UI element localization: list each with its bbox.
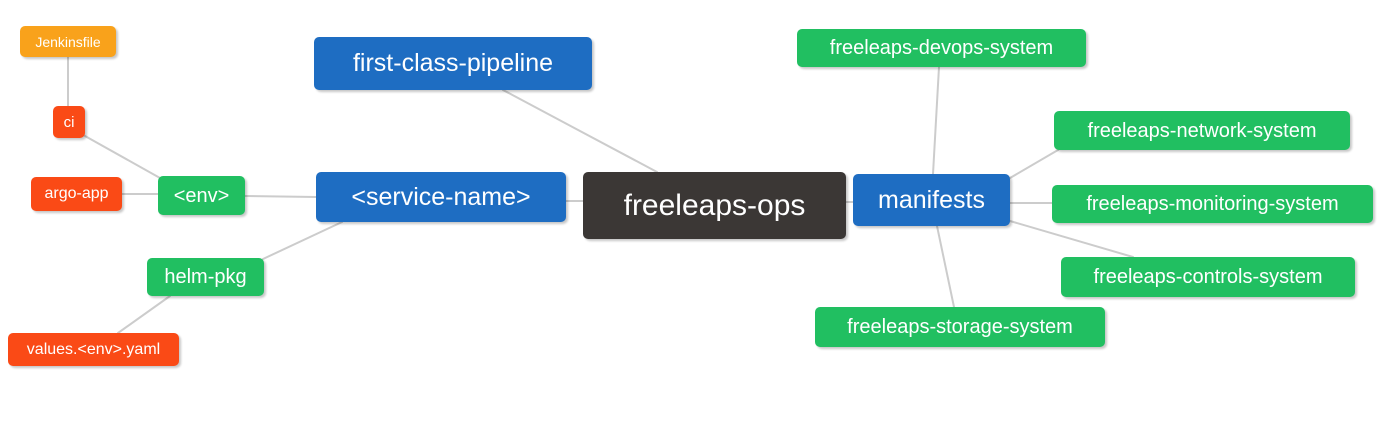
edge-helm-pkg-to-service-name xyxy=(262,221,343,260)
node-values-env-yaml[interactable]: values.<env>.yaml xyxy=(8,333,179,366)
node-service-name[interactable]: <service-name> xyxy=(316,172,566,222)
node-argo-app[interactable]: argo-app xyxy=(31,177,122,211)
node-controls-system[interactable]: freeleaps-controls-system xyxy=(1061,257,1355,297)
node-env[interactable]: <env> xyxy=(158,176,245,215)
node-monitoring-system[interactable]: freeleaps-monitoring-system xyxy=(1052,185,1373,223)
node-manifests[interactable]: manifests xyxy=(853,174,1010,226)
node-ci[interactable]: ci xyxy=(53,106,85,138)
node-helm-pkg[interactable]: helm-pkg xyxy=(147,258,264,296)
edge-values-env-yaml-to-helm-pkg xyxy=(117,295,171,334)
edge-first-class-pipeline-to-freeleaps-ops xyxy=(502,89,658,173)
node-storage-system[interactable]: freeleaps-storage-system xyxy=(815,307,1105,347)
edge-manifests-to-controls-system xyxy=(1009,220,1134,258)
edge-manifests-to-storage-system xyxy=(936,225,955,308)
edge-manifests-to-network-system xyxy=(1009,149,1059,179)
edge-ci-to-env xyxy=(84,135,161,179)
node-jenkinsfile[interactable]: Jenkinsfile xyxy=(20,26,116,57)
node-network-system[interactable]: freeleaps-network-system xyxy=(1054,111,1350,150)
edge-env-to-service-name xyxy=(244,195,317,198)
edge-manifests-to-devops-system xyxy=(932,66,940,175)
node-first-class-pipeline[interactable]: first-class-pipeline xyxy=(314,37,592,90)
node-freeleaps-ops[interactable]: freeleaps-ops xyxy=(583,172,846,239)
node-devops-system[interactable]: freeleaps-devops-system xyxy=(797,29,1086,67)
